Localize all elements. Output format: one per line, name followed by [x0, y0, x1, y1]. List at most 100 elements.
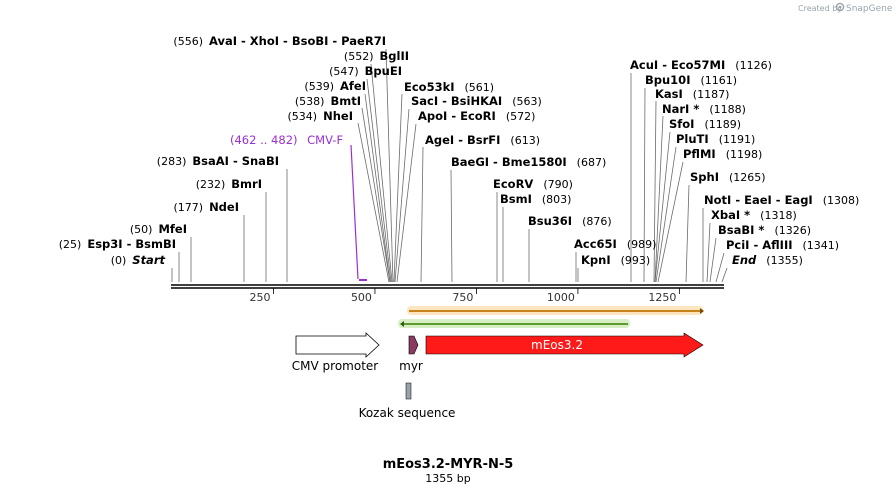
site-bsmi[interactable]: BsmI(803) [500, 192, 571, 206]
site-position: (989) [627, 238, 657, 251]
site-position: (1318) [760, 209, 797, 222]
cut-line-nari [654, 115, 664, 283]
ruler-label-1000: 1000 [547, 291, 575, 304]
enzyme-name: Start [132, 253, 165, 267]
site-xbai[interactable]: XbaI * (1318) [711, 208, 797, 222]
site-mfei[interactable]: (50)MfeI [130, 222, 187, 236]
site-label-esp3i: (25)Esp3I - BsmBI [59, 237, 176, 251]
site-acui[interactable]: AcuI - Eco57MI(1126) [630, 58, 772, 72]
site-position: (1188) [709, 103, 746, 116]
site-position: (1308) [823, 194, 860, 207]
site-saci[interactable]: SacI - BsiHKAI(563) [411, 94, 542, 108]
site-noti[interactable]: NotI - EaeI - EagI(1308) [704, 193, 859, 207]
feature-meos3-2[interactable]: mEos3.2 [425, 332, 704, 358]
site-label-bsu36i: Bsu36I(876) [528, 214, 612, 228]
site-acc65i[interactable]: Acc65I (989) [574, 237, 656, 251]
site-afei[interactable]: (539)AfeI [304, 79, 366, 93]
site-bmti[interactable]: (538)BmtI [295, 94, 361, 108]
cut-line-agei [420, 146, 424, 283]
site-position: (25) [59, 238, 82, 251]
site-baegi[interactable]: BaeGI - Bme1580I(687) [451, 155, 606, 169]
myr-label: myr [399, 359, 423, 373]
enzyme-name: Eco53kI [404, 80, 455, 94]
site-position: (790) [543, 178, 573, 191]
enzyme-name: - BsrFI [454, 133, 500, 147]
enzyme-name: NdeI [209, 200, 239, 214]
site-position: (1187) [693, 88, 730, 101]
enzyme-name: SfoI [669, 117, 694, 131]
site-bpu10i[interactable]: Bpu10I(1161) [645, 73, 737, 87]
cmv-promoter-arrow [295, 332, 380, 358]
primer-name: CMV-F [307, 133, 343, 147]
site-pluti[interactable]: PluTI(1191) [676, 132, 755, 146]
enzyme-name: BmrI [231, 177, 262, 191]
cut-line-kasi [653, 100, 657, 283]
enzyme-name: - AflIII [749, 238, 792, 252]
enzyme-name: BsaAI [192, 154, 229, 168]
site-bmri[interactable]: (232)BmrI [196, 177, 262, 191]
primer-cmv-f[interactable]: (462 .. 482) CMV-F [230, 133, 367, 281]
site-position: (613) [510, 134, 540, 147]
orf-reverse[interactable] [398, 319, 630, 328]
enzyme-name: - BsoBI [279, 34, 328, 48]
site-position: (563) [512, 95, 542, 108]
site-label-nhei: (534)NheI [288, 109, 353, 123]
site-sphi[interactable]: SphI(1265) [690, 170, 766, 184]
site-esp3i[interactable]: (25)Esp3I - BsmBI [59, 237, 176, 251]
site-label-kasi: KasI(1187) [655, 87, 729, 101]
enzyme-name: EcoRV [493, 177, 533, 191]
site-label-afei: (539)AfeI [304, 79, 366, 93]
feature-myr[interactable]: myr [399, 335, 423, 373]
site-position: (547) [329, 65, 359, 78]
site-pcii[interactable]: PciI - AflIII(1341) [726, 238, 839, 252]
enzyme-name: PciI [726, 238, 749, 252]
created-by-text: Created by [798, 4, 842, 13]
cut-line-pflmi [657, 161, 684, 283]
cut-line-avai [385, 48, 394, 283]
enzyme-name: XbaI * [711, 208, 750, 222]
map-length: 1355 bp [425, 472, 470, 485]
orf-forward[interactable] [407, 306, 704, 315]
site-ndei[interactable]: (177)NdeI [173, 200, 239, 214]
enzyme-name: End [732, 253, 757, 267]
cut-line-afei [364, 93, 391, 283]
enzyme-name: SphI [690, 170, 719, 184]
site-sfoi[interactable]: SfoI(1189) [669, 117, 741, 131]
ruler-label-250: 250 [249, 291, 270, 304]
svg-text:(462 .. 482) CMV-F: (462 .. 482) CMV-F [230, 133, 343, 147]
meos3-2-label: mEos3.2 [531, 338, 583, 352]
site-nhei[interactable]: (534)NheI [288, 109, 353, 123]
site-agei[interactable]: AgeI - BsrFI(613) [425, 133, 540, 147]
site-nari[interactable]: NarI *(1188) [662, 102, 746, 116]
cut-line-sphi [685, 184, 690, 283]
feature-kozak-sequence[interactable]: Kozak sequence [359, 382, 456, 420]
site-bglii[interactable]: (552)BglII [344, 49, 409, 63]
site-label-end: End (1355) [732, 253, 803, 267]
site-bpuei[interactable]: (547)BpuEI [329, 64, 402, 78]
site-position: (534) [288, 110, 318, 123]
site-label-bmti: (538)BmtI [295, 94, 361, 108]
site-start[interactable]: (0)Start [111, 253, 166, 267]
site-end[interactable]: End (1355) [732, 253, 803, 267]
site-kpni[interactable]: KpnI(993) [581, 253, 650, 267]
site-bsabi[interactable]: BsaBI *(1326) [718, 223, 811, 237]
snapgene-branding: Created by SnapGene [798, 2, 893, 14]
site-label-bsmi: BsmI(803) [500, 192, 571, 206]
enzyme-name: Acc65I [574, 237, 617, 251]
site-position: (1355) [766, 254, 803, 267]
site-eco53ki[interactable]: Eco53kI(561) [404, 80, 494, 94]
site-bsaai[interactable]: (283)BsaAI - SnaBI [157, 154, 279, 168]
cut-line-eco53ki [393, 93, 403, 283]
site-bsu36i[interactable]: Bsu36I(876) [528, 214, 612, 228]
site-avai[interactable]: (556)AvaI - XhoI - BsoBI - PaeR7I [173, 34, 386, 48]
site-kasi[interactable]: KasI(1187) [655, 87, 729, 101]
site-label-baegi: BaeGI - Bme1580I(687) [451, 155, 606, 169]
site-ecorv[interactable]: EcoRV (790) [493, 177, 573, 191]
feature-cmv-promoter[interactable]: CMV promoter [292, 332, 380, 373]
enzyme-name: AfeI [340, 79, 366, 93]
site-pflmi[interactable]: PflMI(1198) [683, 147, 762, 161]
cut-line-bsabi [709, 237, 717, 283]
site-apoi[interactable]: ApoI - EcoRI(572) [418, 109, 535, 123]
primer-range: (462 .. 482) [230, 133, 298, 147]
site-label-noti: NotI - EaeI - EagI(1308) [704, 193, 859, 207]
